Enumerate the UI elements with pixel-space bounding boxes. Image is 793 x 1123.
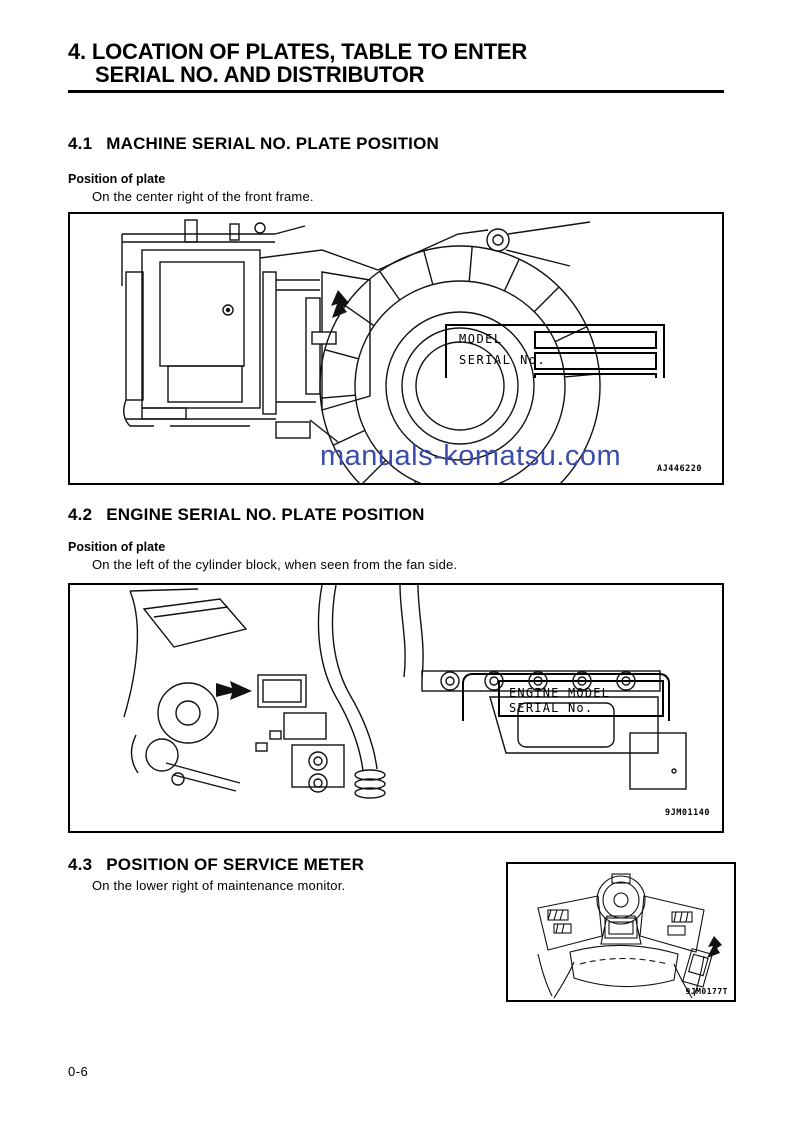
plate-model-label: MODEL [459,332,503,346]
machine-serial-plate-diagram: MODEL SERIAL No. [445,324,665,378]
section-4-1-subheading: Position of plate [68,172,166,186]
plate-model-value-box [534,331,657,349]
chapter-title: 4. LOCATION OF PLATES, TABLE TO ENTER SE… [68,40,724,93]
chapter-title-line1: 4. LOCATION OF PLATES, TABLE TO ENTER [68,39,528,64]
machine-front-frame-drawing [121,219,601,483]
figure-3-code: 9JM0177T [685,987,728,996]
section-4-3-body: On the lower right of maintenance monito… [92,878,346,893]
section-4-2-body: On the left of the cylinder block, when … [92,557,458,572]
plate-serial-value-box [534,352,657,370]
section-4-3-title: POSITION OF SERVICE METER [106,855,365,874]
chapter-title-line2: SERIAL NO. AND DISTRIBUTOR [95,62,425,87]
section-4-2-number: 4.2 [68,505,93,524]
section-4-2-title: ENGINE SERIAL NO. PLATE POSITION [106,505,425,524]
engine-serial-plate-diagram: ENGINE MODEL SERIAL No. [462,673,670,721]
engine-plate-arrow-icon [216,681,252,700]
figure-service-meter-position: 9JM0177T [506,862,736,1002]
figure-2-code: 9JM01140 [665,808,710,818]
plate-location-arrow-icon [331,290,349,318]
watermark-text: manuals-komatsu.com [320,440,622,472]
operator-console-drawing [537,873,722,999]
section-4-3-number: 4.3 [68,855,93,874]
figure-1-code: AJ446220 [657,464,702,474]
section-4-2-subheading: Position of plate [68,540,166,554]
title-underline [68,90,724,93]
plate-extra-value-box [534,373,657,378]
service-meter-arrow-icon [707,936,722,958]
section-4-2-heading: 4.2 ENGINE SERIAL NO. PLATE POSITION [68,505,425,525]
plate-serial-label: SERIAL No. [459,353,547,367]
engine-plate-inner: ENGINE MODEL SERIAL No. [498,680,664,717]
page-number: 0-6 [68,1064,89,1079]
section-4-1-body: On the center right of the front frame. [92,189,314,204]
section-4-3-heading: 4.3 POSITION OF SERVICE METER [68,855,364,875]
figure-machine-plate-position: MODEL SERIAL No. manuals-komatsu.com AJ4… [68,212,724,485]
engine-plate-serial-label: SERIAL No. [509,701,594,715]
engine-drawing [123,585,687,799]
section-4-1-number: 4.1 [68,134,93,153]
section-4-1-title: MACHINE SERIAL NO. PLATE POSITION [106,134,440,153]
engine-plate-model-label: ENGINE MODEL [509,686,611,700]
section-4-1-heading: 4.1 MACHINE SERIAL NO. PLATE POSITION [68,134,439,154]
figure-engine-plate-position: ENGINE MODEL SERIAL No. 9JM01140 [68,583,724,833]
